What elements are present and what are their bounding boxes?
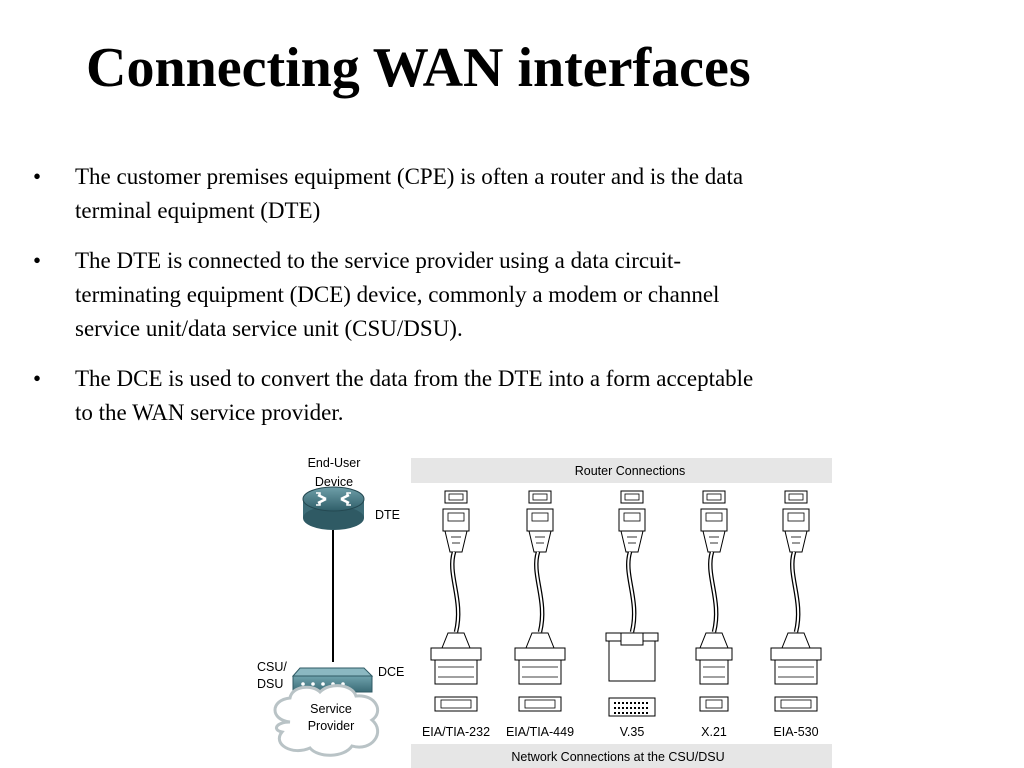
serial-cable-icon: EIA/TIA-449 — [506, 490, 574, 739]
router-connections-header: Router Connections — [575, 464, 685, 478]
router-icon — [302, 486, 365, 530]
cable-group: EIA/TIA-232 EIA/TIA-449 V.35 X.21 EIA-530 — [422, 490, 822, 739]
network-connections-footer-band — [411, 744, 832, 768]
router-connections-header-band — [411, 458, 832, 483]
connector-label: EIA/TIA-232 — [422, 725, 490, 739]
bullet-line: The customer premises equipment (CPE) is… — [75, 164, 744, 189]
bullet-item: • The DTE is connected to the service pr… — [30, 244, 930, 346]
bullet-line: terminating equipment (DCE) device, comm… — [75, 282, 720, 307]
serial-cable-icon: EIA/TIA-232 — [422, 490, 490, 739]
dce-label: DCE — [378, 665, 404, 679]
end-user-label: End-User — [308, 456, 361, 470]
cloud-icon — [273, 684, 380, 757]
bullet-dot-icon: • — [33, 366, 42, 391]
serial-cable-icon: X.21 — [695, 490, 733, 739]
cloud-label: Provider — [308, 719, 355, 733]
bullet-line: The DCE is used to convert the data from… — [75, 366, 754, 391]
csu-dsu-label: DSU — [257, 677, 283, 691]
connector-label: EIA-530 — [773, 725, 818, 739]
csu-dsu-label: CSU/ — [257, 660, 287, 674]
serial-cable-icon: V.35 — [605, 490, 659, 739]
connector-label: V.35 — [620, 725, 645, 739]
serial-cable-icon: EIA-530 — [770, 490, 822, 739]
bullet-line: service unit/data service unit (CSU/DSU)… — [75, 316, 463, 341]
network-connections-footer: Network Connections at the CSU/DSU — [511, 750, 724, 764]
csu-dsu-icon — [291, 667, 374, 693]
bullet-line: The DTE is connected to the service prov… — [75, 248, 682, 273]
bullet-dot-icon: • — [33, 164, 42, 189]
end-user-label: Device — [315, 475, 353, 489]
bullet-line: terminal equipment (DTE) — [75, 198, 321, 223]
connector-label: EIA/TIA-449 — [506, 725, 574, 739]
bullet-list: • The customer premises equipment (CPE) … — [30, 160, 930, 446]
cloud-label: Service — [310, 702, 352, 716]
slide-title: Connecting WAN interfaces — [86, 37, 751, 99]
bullet-line: to the WAN service provider. — [75, 400, 344, 425]
bullet-item: • The DCE is used to convert the data fr… — [30, 362, 930, 430]
bullet-dot-icon: • — [33, 248, 42, 273]
dte-label: DTE — [375, 508, 400, 522]
bullet-item: • The customer premises equipment (CPE) … — [30, 160, 930, 228]
connector-label: X.21 — [701, 725, 727, 739]
